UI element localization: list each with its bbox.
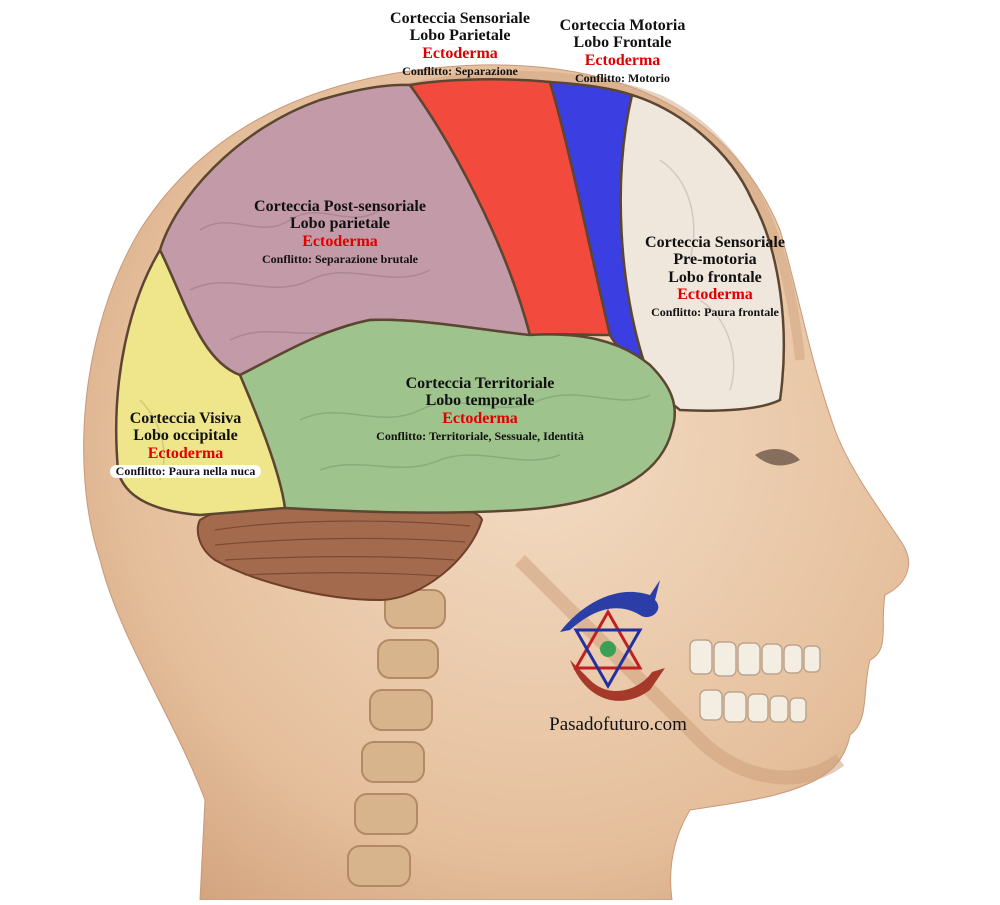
label-post-sensory: Corteccia Post-sensoriale Lobo parietale… (215, 198, 465, 266)
region-lobe: Lobo temporale (425, 392, 535, 410)
label-sensory-parietal: Corteccia Sensoriale Lobo Parietale Ecto… (360, 10, 560, 78)
germ-layer: Ectoderma (147, 444, 224, 462)
site-name: Pasadofuturo.com (549, 714, 687, 735)
region-title: Corteccia Visiva (129, 410, 242, 427)
blue-dolphin-icon (560, 580, 660, 632)
germ-layer: Ectoderma (677, 285, 753, 303)
conflict-text: Conflitto: Paura frontale (651, 305, 779, 320)
germ-layer: Ectoderma (302, 232, 378, 250)
star-center (600, 641, 616, 657)
region-title: Corteccia Motoria (559, 17, 686, 34)
star-triangle-up (573, 608, 643, 670)
region-title: Corteccia Sensoriale (645, 234, 785, 251)
germ-layer: Ectoderma (584, 51, 661, 69)
conflict-text: Conflitto: Paura nella nuca (109, 464, 262, 478)
teeth (689, 639, 821, 723)
label-visual: Corteccia Visiva Lobo occipitale Ectoder… (88, 410, 283, 478)
brain-gyri-texture (139, 159, 735, 481)
germ-layer: Ectoderma (422, 44, 498, 62)
dolphins-star-of-david-logo (560, 580, 665, 701)
germ-layer: Ectoderma (442, 409, 518, 427)
label-premotor: Corteccia Sensoriale Pre-motoria Lobo fr… (630, 234, 800, 319)
star-triangle-down (573, 628, 643, 690)
cervical-spine (347, 589, 446, 887)
region-territorial (238, 318, 677, 514)
eye (755, 448, 800, 466)
conflict-pill: Conflitto: Paura nella nuca (88, 464, 283, 478)
region-title: Corteccia Territoriale (405, 375, 555, 392)
conflict-text: Conflitto: Separazione brutale (262, 251, 418, 266)
region-lobe: Lobo occipitale (133, 427, 238, 445)
label-territorial: Corteccia Territoriale Lobo temporale Ec… (330, 375, 630, 443)
mandible (515, 555, 845, 785)
red-dolphin-icon (570, 660, 665, 701)
region-lobe: Lobo Frontale (573, 34, 672, 52)
conflict-text: Conflitto: Motorio (575, 70, 670, 85)
region-subtitle: Pre-motoria (673, 251, 757, 269)
region-lobe: Lobo frontale (668, 268, 762, 286)
region-title: Corteccia Sensoriale (390, 10, 530, 27)
conflict-text: Conflitto: Territoriale, Sessuale, Ident… (376, 428, 584, 443)
label-motor-frontal: Corteccia Motoria Lobo Frontale Ectoderm… (535, 17, 710, 85)
region-premotor (619, 93, 786, 412)
region-title: Corteccia Post-sensoriale (254, 198, 426, 215)
region-lobe: Lobo Parietale (409, 27, 511, 45)
cerebellum-folds (214, 520, 471, 577)
conflict-text: Conflitto: Separazione (402, 63, 518, 78)
region-lobe: Lobo parietale (290, 215, 390, 233)
